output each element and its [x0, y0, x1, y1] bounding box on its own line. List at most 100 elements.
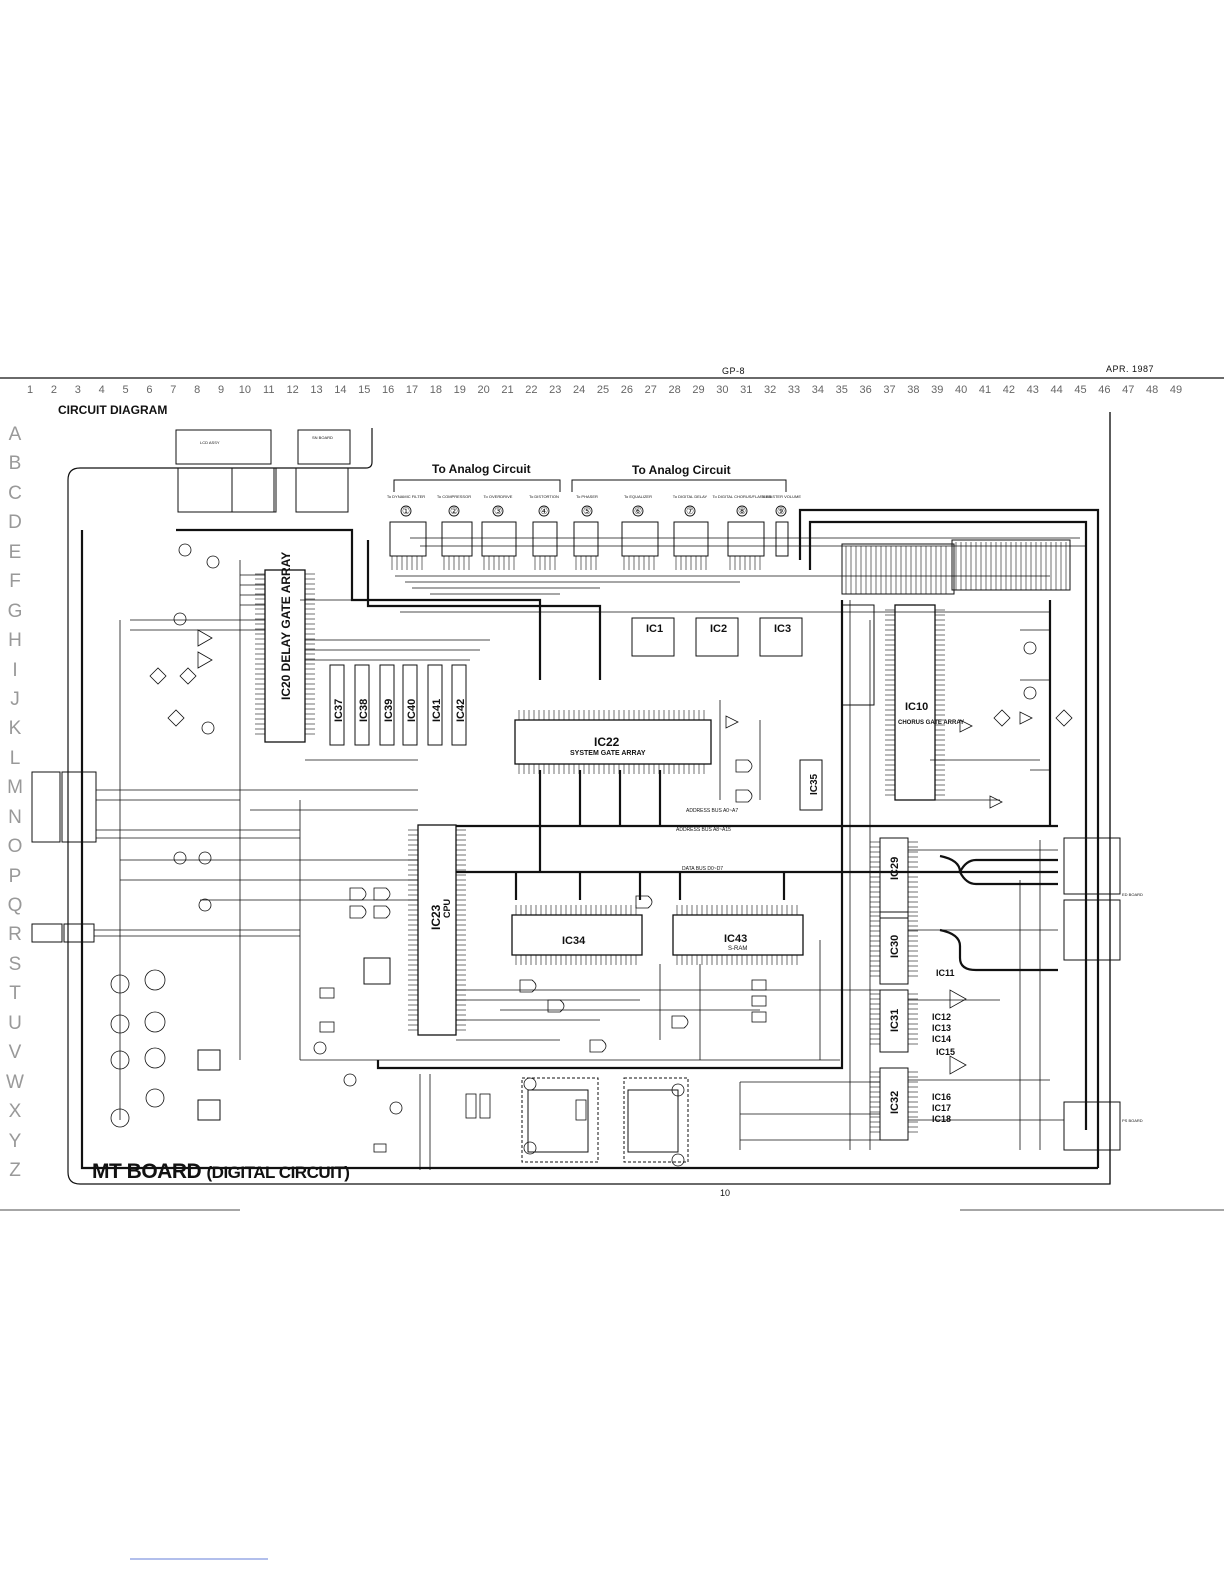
grid-column-19: 19 — [453, 384, 466, 396]
grid-row-S: S — [8, 953, 22, 975]
chip-ic43-sub: S-RAM — [728, 946, 747, 952]
grid-column-35: 35 — [835, 384, 848, 396]
analog-group-label-1: To Analog Circuit — [432, 462, 531, 476]
grid-row-G: G — [7, 600, 23, 622]
chip-ic17: IC17 — [932, 1103, 951, 1113]
chip-ic14: IC14 — [932, 1034, 951, 1044]
chip-ic42: IC42 — [455, 699, 467, 722]
chip-ic15: IC15 — [936, 1047, 955, 1057]
grid-column-13: 13 — [310, 384, 323, 396]
grid-row-H: H — [8, 630, 22, 652]
grid-column-44: 44 — [1050, 384, 1063, 396]
grid-column-8: 8 — [194, 384, 201, 396]
grid-column-4: 4 — [98, 384, 105, 396]
chip-ic2: IC2 — [710, 623, 727, 635]
board-title: MT BOARD (DIGITAL CIRCUIT) — [92, 1160, 350, 1184]
connector-label-4: To DISTORTION — [529, 494, 559, 499]
grid-column-20: 20 — [477, 384, 490, 396]
grid-row-Q: Q — [7, 895, 23, 917]
chip-ic29: IC29 — [889, 857, 901, 880]
grid-column-25: 25 — [596, 384, 610, 396]
grid-column-34: 34 — [811, 384, 824, 396]
grid-column-39: 39 — [931, 384, 944, 396]
chip-ic31: IC31 — [889, 1009, 901, 1032]
grid-row-I: I — [12, 659, 18, 681]
grid-row-L: L — [9, 747, 21, 769]
chip-ic11: IC11 — [936, 968, 955, 978]
grid-column-30: 30 — [716, 384, 729, 396]
grid-column-3: 3 — [74, 384, 81, 396]
grid-column-48: 48 — [1146, 384, 1159, 396]
connector-number-5: ⑤ — [583, 506, 591, 516]
grid-column-33: 33 — [787, 384, 801, 396]
grid-column-42: 42 — [1002, 384, 1015, 396]
board-title-sub: (DIGITAL CIRCUIT) — [206, 1163, 350, 1182]
connector-number-6: ⑥ — [634, 506, 642, 516]
chip-ic37: IC37 — [333, 699, 345, 722]
grid-column-36: 36 — [859, 384, 872, 396]
grid-column-40: 40 — [955, 384, 968, 396]
diagram-title: CIRCUIT DIAGRAM — [58, 403, 168, 417]
grid-row-X: X — [8, 1101, 22, 1123]
connector-number-9: ⑨ — [777, 506, 785, 516]
chip-ic23: IC23 — [429, 904, 443, 930]
grid-column-45: 45 — [1074, 384, 1087, 396]
side-board-ed: ED BOARD — [1122, 892, 1143, 897]
chip-ic39: IC39 — [383, 699, 395, 722]
grid-column-37: 37 — [883, 384, 896, 396]
grid-column-16: 16 — [382, 384, 395, 396]
chip-ic32: IC32 — [889, 1091, 901, 1114]
analog-group-label-2: To Analog Circuit — [632, 463, 731, 477]
grid-row-V: V — [8, 1042, 22, 1064]
grid-column-31: 31 — [740, 384, 753, 396]
date-label: APR. 1987 — [1106, 364, 1155, 374]
chip-ic12: IC12 — [932, 1012, 951, 1022]
connector-number-1: ① — [402, 506, 410, 516]
connector-number-8: ⑧ — [738, 506, 746, 516]
chip-ic10: IC10 — [905, 701, 928, 713]
grid-column-15: 15 — [358, 384, 371, 396]
grid-row-W: W — [6, 1071, 24, 1093]
grid-column-27: 27 — [644, 384, 657, 396]
grid-column-17: 17 — [405, 384, 419, 396]
chip-ic20: IC20 DELAY GATE ARRAY — [279, 552, 293, 700]
chip-ic16: IC16 — [932, 1092, 951, 1102]
grid-column-26: 26 — [620, 384, 633, 396]
grid-row-T: T — [9, 983, 21, 1005]
chip-ic3: IC3 — [774, 623, 791, 635]
grid-row-U: U — [8, 1012, 22, 1034]
grid-column-49: 49 — [1169, 384, 1183, 396]
grid-column-23: 23 — [549, 384, 562, 396]
connector-label-5: To PHASER — [576, 494, 598, 499]
connector-label-7: To DIGITAL DELAY — [673, 494, 708, 499]
grid-row-C: C — [8, 482, 22, 504]
grid-column-32: 32 — [764, 384, 777, 396]
chip-ic34: IC34 — [562, 935, 586, 947]
grid-row-A: A — [8, 424, 22, 445]
grid-column-10: 10 — [238, 384, 251, 396]
grid-row-O: O — [7, 836, 23, 858]
grid-column-12: 12 — [286, 384, 299, 396]
grid-column-29: 29 — [692, 384, 705, 396]
chip-ic43: IC43 — [724, 933, 747, 945]
grid-column-5: 5 — [122, 384, 129, 396]
grid-column-9: 9 — [217, 384, 225, 396]
grid-row-M: M — [7, 777, 23, 799]
grid-column-28: 28 — [668, 384, 681, 396]
chip-ic13: IC13 — [932, 1023, 951, 1033]
chip-ic22-sub: SYSTEM GATE ARRAY — [570, 750, 646, 757]
grid-column-43: 43 — [1026, 384, 1039, 396]
chip-ic40: IC40 — [406, 699, 418, 722]
grid-column-6: 6 — [146, 384, 153, 396]
connector-number-3: ③ — [494, 506, 502, 516]
connector-label-2: To COMPRESSOR — [437, 494, 471, 499]
grid-row-Y: Y — [8, 1130, 22, 1152]
connector-number-7: ⑦ — [686, 506, 694, 516]
grid-column-7: 7 — [170, 384, 177, 396]
grid-column-2: 2 — [50, 384, 57, 396]
chip-ic35: IC35 — [809, 773, 820, 795]
grid-column-14: 14 — [334, 384, 347, 396]
model-label: GP-8 — [722, 366, 746, 376]
grid-column-46: 46 — [1098, 384, 1111, 396]
